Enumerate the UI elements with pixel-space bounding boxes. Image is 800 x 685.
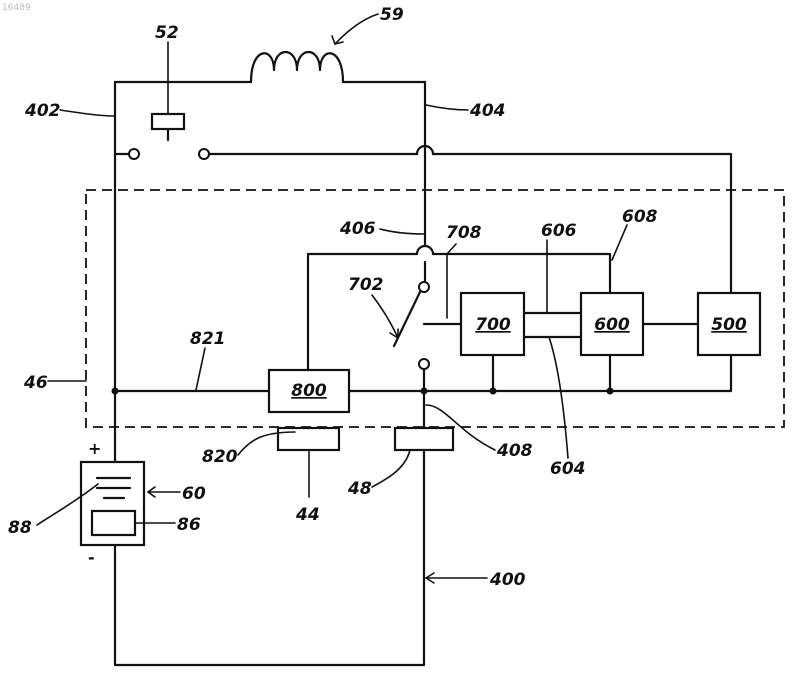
label-44: 44 [295,505,320,525]
label-408: 408 [496,441,533,461]
label-708: 708 [446,223,482,243]
label-404: 404 [469,101,506,121]
label-608: 608 [622,207,658,227]
block-700-label: 700 [475,315,511,335]
battery-60 [81,462,144,545]
contact-48 [395,428,453,450]
block-800-label: 800 [291,381,327,401]
label-821: 821 [190,329,226,349]
battery-plus: + [88,439,101,458]
label-606: 606 [541,221,577,241]
label-820: 820 [202,447,238,467]
battery-minus: - [88,548,95,567]
block-500-label: 500 [711,315,747,335]
watermark: 16489 [2,3,31,13]
label-86: 86 [177,515,201,535]
label-59: 59 [380,5,404,25]
label-406: 406 [339,219,376,239]
label-46: 46 [23,373,48,393]
label-400: 400 [489,570,526,590]
switch-702 [394,282,429,398]
pushbutton-switch-52 [115,114,731,296]
label-52: 52 [155,23,179,43]
contact-44 [278,428,339,450]
label-60: 60 [182,484,206,504]
label-88: 88 [8,518,32,538]
label-702: 702 [348,275,384,295]
block-600-label: 600 [594,315,630,335]
label-48: 48 [347,479,372,499]
coil-59 [115,52,425,82]
label-604: 604 [550,459,586,479]
label-402: 402 [24,101,61,121]
